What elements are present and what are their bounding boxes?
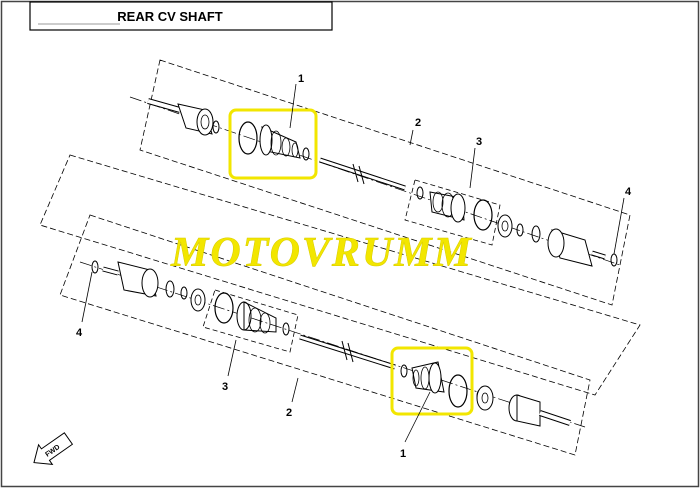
bottom-callout-label-2: 2: [286, 407, 292, 419]
top-washer: [516, 223, 524, 237]
bottom-boot-kit-boundary: [202, 289, 299, 353]
bottom-shaft-assembly: [39, 154, 641, 456]
bottom-shaft-centerline: [79, 261, 586, 428]
top-callout-leader-1: [289, 83, 297, 129]
bottom-clamp-band-large: [448, 374, 468, 408]
top-highlight-box: [228, 108, 318, 180]
bottom-inner-boot: [236, 301, 277, 334]
top-callout-leader-4: [613, 197, 625, 255]
top-spider-nut: [497, 214, 513, 238]
top-callout-leader-3: [469, 147, 476, 189]
top-shaft-assembly: [129, 59, 631, 306]
title-box: REAR CV SHAFT: [29, 1, 333, 31]
page-title: REAR CV SHAFT: [117, 9, 223, 24]
bottom-spider-nut: [190, 288, 206, 312]
bottom-outer-boundary: [39, 154, 641, 396]
bottom-washer: [180, 286, 188, 300]
top-inner-cv-housing: [547, 228, 606, 267]
top-stub-spline: [147, 98, 181, 113]
bottom-callout-label-3: 3: [222, 381, 228, 393]
bottom-callout-leader-3: [227, 339, 237, 377]
bottom-assembly-boundary: [59, 214, 591, 456]
bottom-callout-leader-4: [81, 271, 93, 323]
top-outer-cv-joint: [177, 103, 214, 136]
bottom-callout-leader-1: [404, 391, 431, 443]
bottom-inner-clamp-band: [214, 292, 234, 324]
bottom-outer-boot: [411, 361, 445, 394]
top-axle-shaft: [319, 157, 406, 191]
bottom-end-circlip: [91, 260, 99, 274]
top-callout-label-4: 4: [625, 186, 632, 198]
fwd-direction-badge: FWD: [33, 432, 74, 466]
top-callout-leader-2: [409, 129, 414, 146]
top-callout-label-2: 2: [415, 117, 421, 129]
bottom-axle-shaft: [299, 334, 396, 370]
bottom-outer-cv-joint: [508, 394, 571, 427]
top-retaining-clip: [212, 120, 220, 134]
bottom-callout-label-1: 1: [400, 448, 406, 460]
top-clamp-band-small: [302, 147, 310, 161]
top-outer-boot: [259, 124, 301, 159]
bottom-callout-label-4: 4: [76, 327, 83, 339]
bottom-outer-small-clamp: [400, 364, 408, 378]
bottom-hub-nut: [476, 385, 494, 411]
top-boot-kit-boundary: [404, 179, 501, 246]
bottom-o-ring: [165, 280, 175, 298]
top-callout-label-3: 3: [476, 136, 482, 148]
watermark-text: MOTOVRUMM: [170, 230, 473, 276]
top-inner-boot: [416, 186, 466, 223]
fwd-arrow-icon: [33, 432, 74, 466]
bottom-callout-leader-2: [291, 377, 299, 403]
bottom-small-clamp: [282, 322, 290, 336]
top-o-ring: [531, 225, 541, 243]
top-inner-clamp-band: [473, 199, 493, 231]
bottom-highlight-box: [390, 346, 474, 416]
bottom-inner-cv-housing: [102, 261, 159, 298]
top-callout-label-1: 1: [298, 73, 304, 85]
top-clamp-band-large: [238, 121, 258, 155]
